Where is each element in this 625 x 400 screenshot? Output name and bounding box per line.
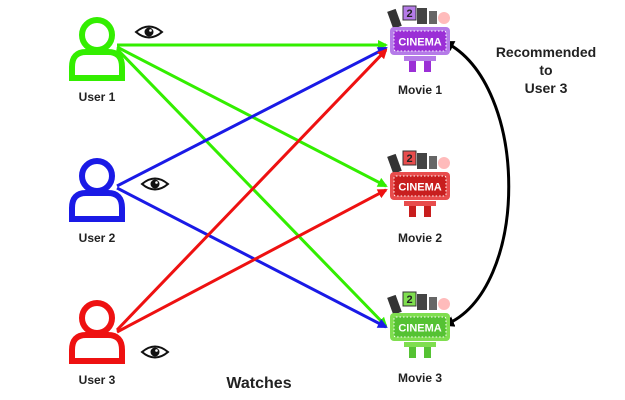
recommendation-line-3: User 3: [525, 80, 568, 96]
recommendation-line-2: to: [539, 62, 552, 78]
edge-user3-movie2: [116, 188, 388, 334]
user-icon: [69, 158, 125, 222]
eye-icon: [134, 25, 164, 39]
user-icon: [69, 300, 125, 364]
edge-user3-movie1: [115, 48, 388, 332]
eye-icon: [140, 177, 170, 191]
edges: [115, 40, 388, 334]
cinema-board-text: CINEMA: [398, 37, 441, 49]
movie-label: Movie 2: [398, 231, 442, 245]
cinema-icon: 2 CINEMA: [387, 291, 450, 358]
edge-user1-movie3: [115, 47, 388, 328]
recommendation-line-1: Recommended: [496, 44, 596, 60]
movie-node-3: 2 CINEMA Movie 3: [387, 291, 450, 385]
edge-user2-movie3: [116, 186, 388, 329]
user-label: User 1: [79, 90, 116, 104]
cinema-board-text: CINEMA: [398, 323, 441, 335]
ticket-number: 2: [406, 153, 412, 165]
user-label: User 2: [79, 231, 116, 245]
ticket-number: 2: [406, 8, 412, 20]
user-node-2: User 2: [69, 158, 125, 245]
cinema-board-text: CINEMA: [398, 182, 441, 194]
cinema-icon: 2 CINEMA: [387, 5, 450, 72]
eye-icon: [140, 345, 170, 359]
edge-legend-label: Watches: [226, 375, 291, 392]
user-node-1: User 1: [69, 17, 125, 104]
user-node-3: User 3: [69, 300, 125, 387]
edge-user2-movie1: [116, 46, 388, 188]
recommendation-arrow: [443, 40, 511, 327]
recommendation-label: Recommended to User 3: [496, 44, 596, 96]
movie-label: Movie 1: [398, 83, 442, 97]
movie-node-2: 2 CINEMA Movie 2: [387, 150, 450, 245]
movie-label: Movie 3: [398, 371, 442, 385]
user-label: User 3: [79, 373, 116, 387]
movie-node-1: 2 CINEMA Movie 1: [387, 5, 450, 97]
cinema-icon: 2 CINEMA: [387, 150, 450, 217]
user-icon: [69, 17, 125, 81]
ticket-number: 2: [406, 294, 412, 306]
